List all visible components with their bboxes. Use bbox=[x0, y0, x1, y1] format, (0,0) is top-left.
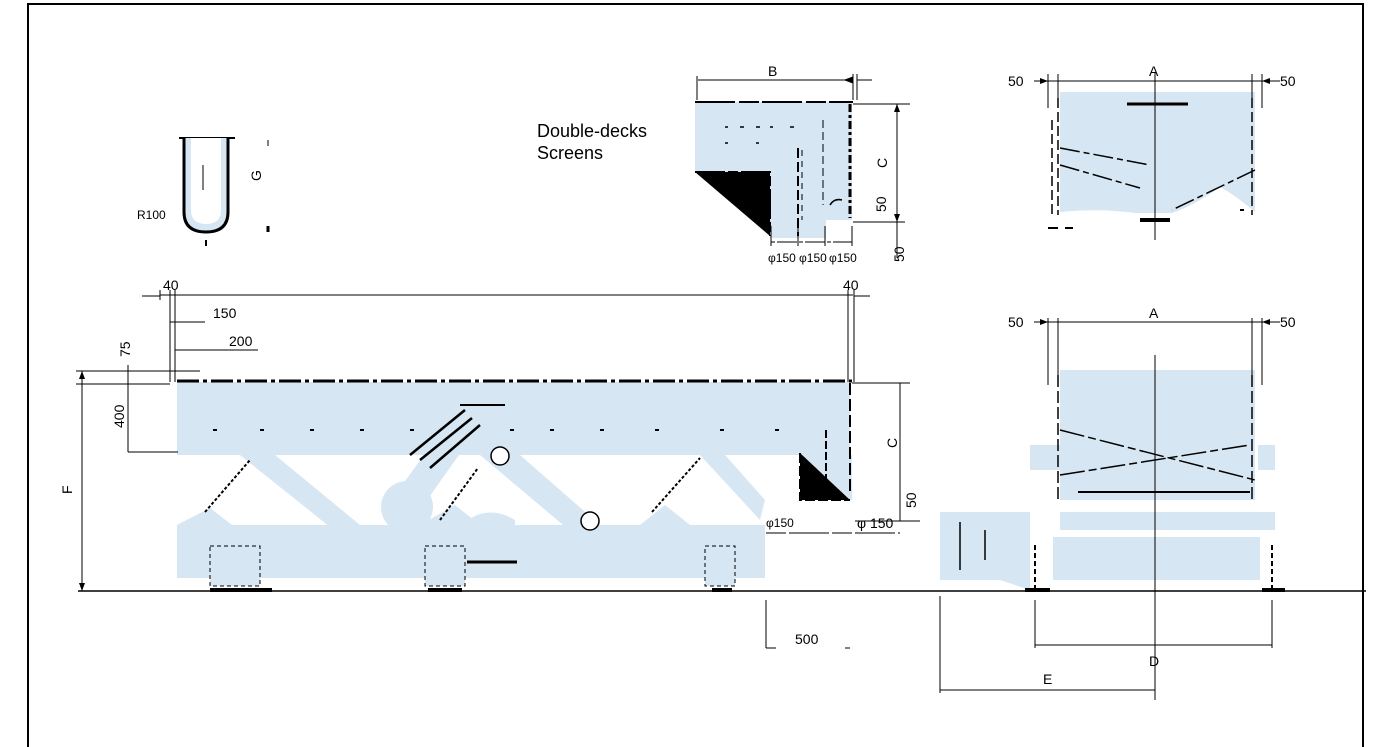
dim-40-left: 40 bbox=[163, 277, 179, 293]
dim-label-C-side: C bbox=[884, 437, 900, 448]
dim-75: 75 bbox=[117, 341, 133, 357]
dim-50-vertical-a: 50 bbox=[873, 196, 889, 212]
dim-label-B: B bbox=[768, 63, 778, 79]
end-view-bottom bbox=[939, 318, 1285, 700]
phi150-label-a: φ150 bbox=[768, 251, 796, 265]
dim-50-top-right: 50 bbox=[1280, 73, 1296, 89]
dim-label-D: D bbox=[1149, 653, 1160, 669]
dim-40-right: 40 bbox=[843, 277, 859, 293]
border-frame bbox=[27, 3, 1364, 747]
dim-50-bottom-right: 50 bbox=[1280, 314, 1296, 330]
end-view-top bbox=[1034, 72, 1280, 240]
trough-profile bbox=[179, 137, 270, 246]
dim-400: 400 bbox=[111, 404, 127, 428]
phi150-label-d: φ150 bbox=[766, 516, 794, 530]
dim-label-F: F bbox=[59, 485, 75, 494]
diagram-title-line2: Screens bbox=[537, 143, 604, 163]
dim-500: 500 bbox=[795, 631, 819, 647]
dim-label-E: E bbox=[1043, 671, 1053, 687]
diagram-title-line1: Double-decks bbox=[537, 121, 648, 141]
phi150-label-c: φ150 bbox=[829, 251, 857, 265]
dim-label-A-top: A bbox=[1149, 63, 1159, 79]
double-deck-section bbox=[695, 74, 910, 258]
dim-50-top-left: 50 bbox=[1008, 73, 1024, 89]
dim-label-A-bottom: A bbox=[1149, 305, 1159, 321]
dim-label-C-top: C bbox=[874, 157, 890, 168]
dim-label-G: G bbox=[248, 170, 264, 181]
side-elevation bbox=[76, 290, 1366, 649]
dim-50-vertical-b: 50 bbox=[891, 246, 907, 262]
dim-200: 200 bbox=[229, 333, 253, 349]
phi150-label-b: φ150 bbox=[799, 251, 827, 265]
phi150-label-e: φ 150 bbox=[857, 515, 894, 531]
dim-50-bottom-left: 50 bbox=[1008, 314, 1024, 330]
radius-label: R100 bbox=[137, 208, 166, 222]
dim-50-side: 50 bbox=[903, 492, 919, 508]
dim-150: 150 bbox=[213, 305, 237, 321]
